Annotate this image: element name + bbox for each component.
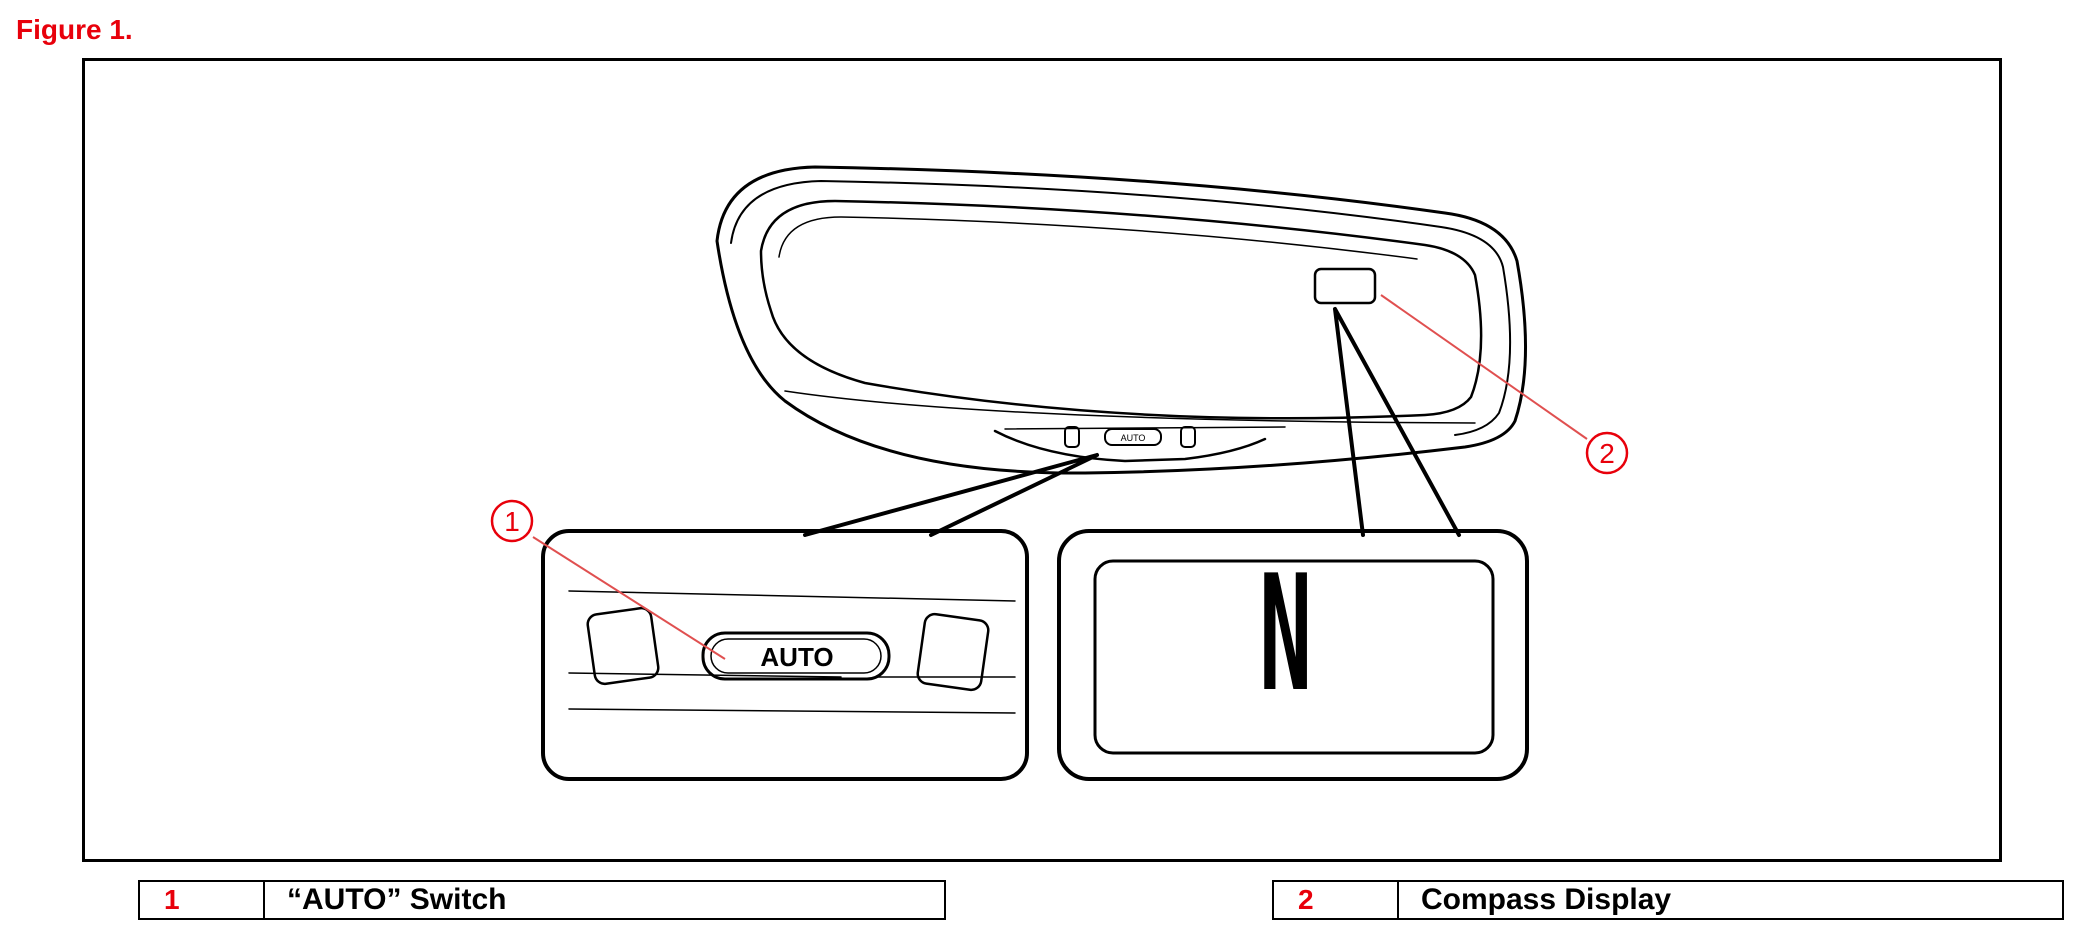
legend-1-number: 1 bbox=[140, 882, 265, 918]
inset-button-right bbox=[916, 612, 990, 692]
inset-auto-switch-label: AUTO bbox=[760, 642, 833, 672]
diagram-frame: AUTO AUTO N bbox=[82, 58, 2002, 862]
inset-1-pointer bbox=[803, 453, 1099, 537]
callout-2-number: 2 bbox=[1599, 438, 1615, 469]
compass-heading-text: N bbox=[1259, 542, 1312, 728]
mirror-auto-switch bbox=[1104, 428, 1162, 446]
legend-row-2: 2 Compass Display bbox=[1272, 880, 2064, 920]
mirror-button-left bbox=[1064, 426, 1080, 448]
inset-auto-switch bbox=[701, 631, 891, 681]
mirror-glass bbox=[759, 199, 1483, 420]
switch-inset-box bbox=[541, 529, 1029, 781]
callout-2-leader bbox=[1380, 294, 1588, 440]
compass-display-screen bbox=[1093, 559, 1495, 755]
rearview-mirror-diagram: AUTO AUTO N bbox=[490, 165, 1629, 781]
legend-2-label: Compass Display bbox=[1421, 883, 1672, 916]
callout-1-leader bbox=[532, 536, 726, 660]
callout-1-number: 1 bbox=[504, 506, 520, 537]
legend-2-number: 2 bbox=[1274, 882, 1399, 918]
legend-1-label: “AUTO” Switch bbox=[287, 883, 507, 916]
mirror-bottom-line bbox=[784, 390, 1476, 424]
inset-2-pointer bbox=[1333, 307, 1461, 537]
legend-row-1: 1 “AUTO” Switch bbox=[138, 880, 946, 920]
mirror-auto-switch-label: AUTO bbox=[1121, 433, 1146, 443]
mirror-housing-edge bbox=[730, 180, 1512, 436]
callout-1-marker: 1 bbox=[490, 499, 534, 543]
mirror-housing-outer bbox=[715, 165, 1528, 475]
figure-title: Figure 1. bbox=[16, 14, 133, 45]
mirror-button-right bbox=[1180, 426, 1196, 448]
mirror-glass-inner bbox=[778, 216, 1418, 260]
mirror-compass-window bbox=[1313, 267, 1377, 305]
callout-2-marker: 2 bbox=[1585, 431, 1629, 475]
inset-button-left bbox=[586, 606, 660, 686]
mirror-bezel bbox=[993, 429, 1267, 463]
compass-inset-box bbox=[1057, 529, 1529, 781]
